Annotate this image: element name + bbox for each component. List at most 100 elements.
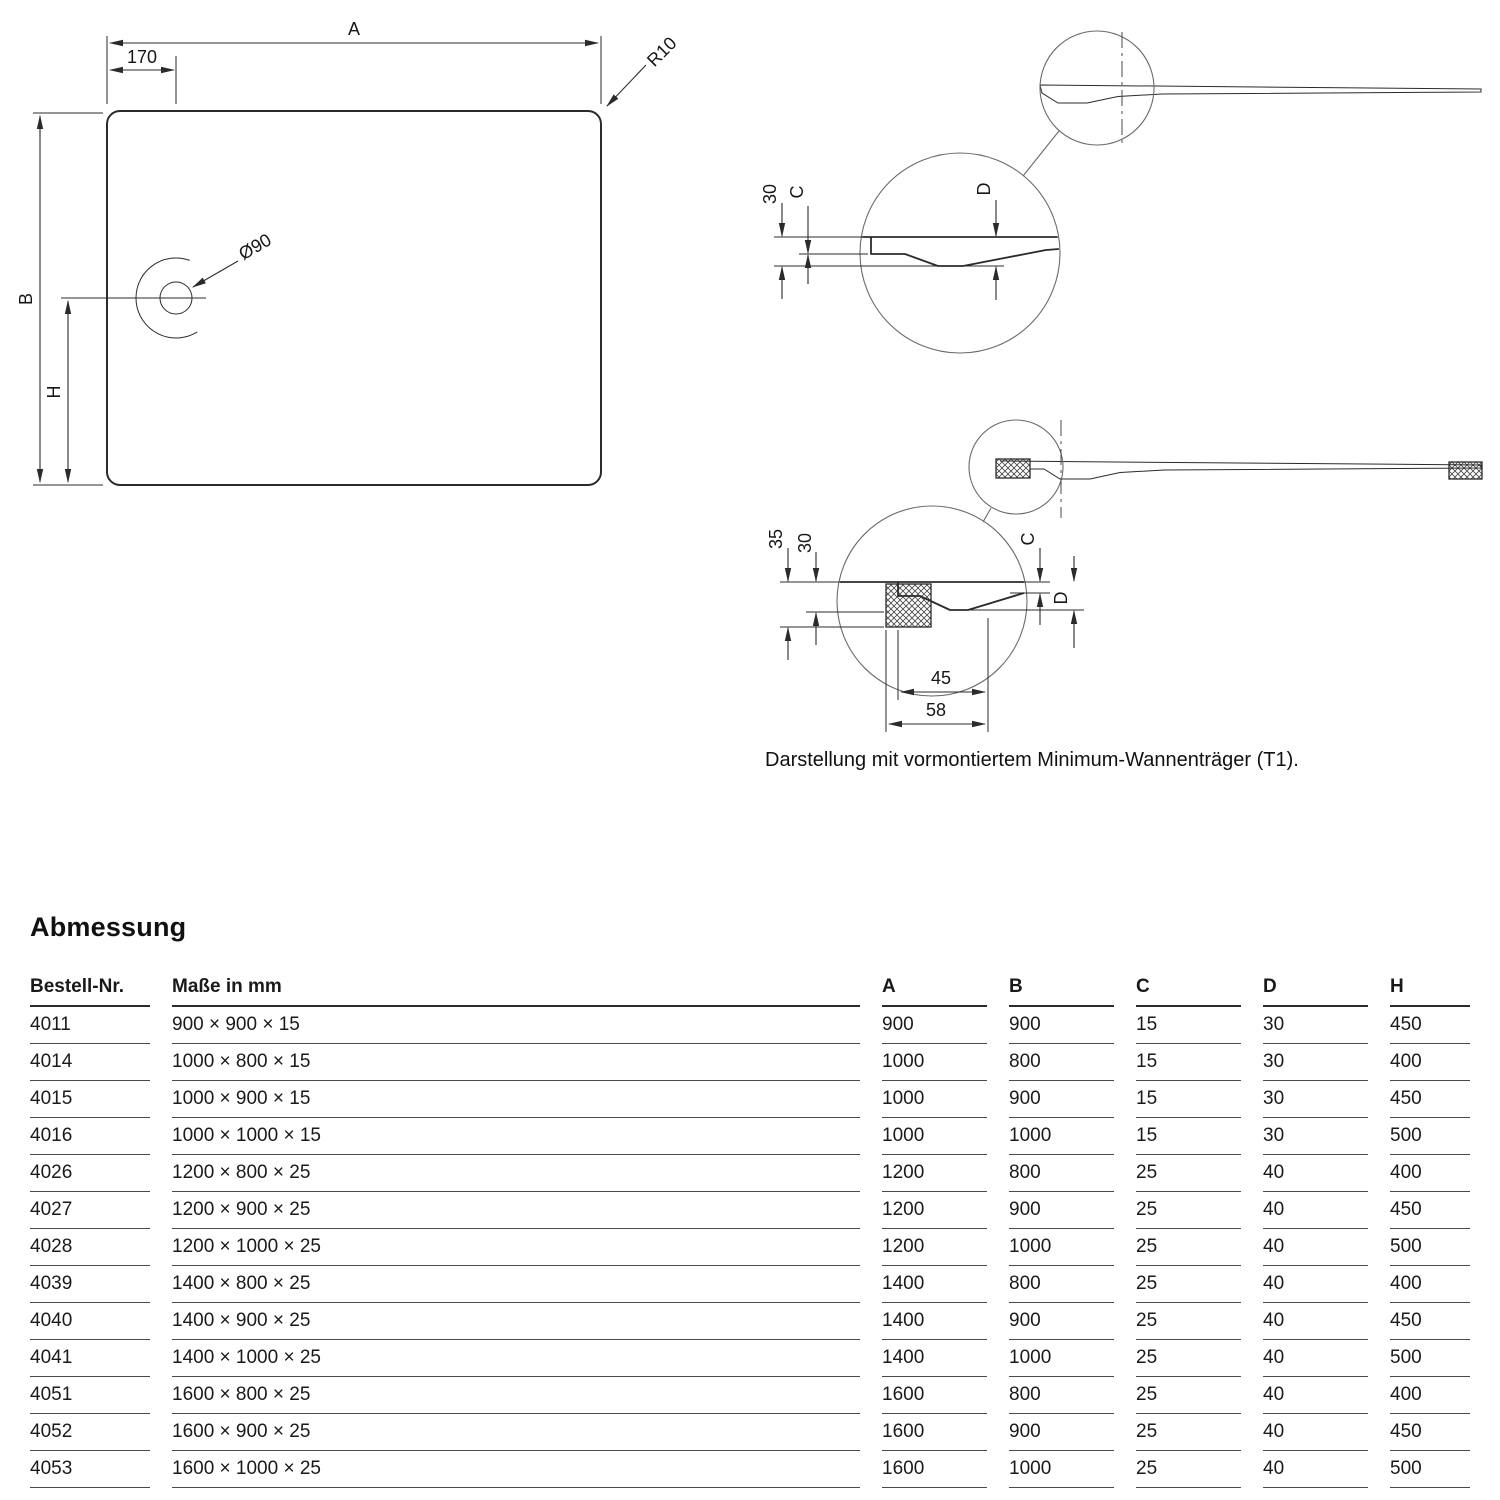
cell-c: 25 <box>1136 1303 1241 1340</box>
dim-label-58: 58 <box>926 700 946 720</box>
cell-a: 1000 <box>882 1118 987 1155</box>
cell-b: 800 <box>1009 1044 1114 1081</box>
cell-b: 1000 <box>1009 1340 1114 1377</box>
cell-masse: 1400 × 900 × 25 <box>172 1303 860 1340</box>
table-row: 4016 1000 × 1000 × 15 1000 1000 15 30 50… <box>30 1118 1470 1155</box>
plan-view: A 170 B H Ø90 R10 <box>16 19 681 486</box>
cell-a: 1400 <box>882 1303 987 1340</box>
table-row: 4011 900 × 900 × 15 900 900 15 30 450 <box>30 1007 1470 1044</box>
cell-b: 900 <box>1009 1414 1114 1451</box>
cell-b: 800 <box>1009 1155 1114 1192</box>
table-row: 4026 1200 × 800 × 25 1200 800 25 40 400 <box>30 1155 1470 1192</box>
support-block-right <box>1448 461 1483 480</box>
cell-a: 1400 <box>882 1340 987 1377</box>
cell-h: 450 <box>1390 1007 1470 1044</box>
cell-h: 500 <box>1390 1340 1470 1377</box>
detail-callout-circle-2 <box>968 419 1064 515</box>
cell-b: 800 <box>1009 1266 1114 1303</box>
cell-bestellnr: 4026 <box>30 1155 150 1192</box>
cell-a: 1200 <box>882 1155 987 1192</box>
cell-a: 1600 <box>882 1451 987 1488</box>
cell-bestellnr: 4040 <box>30 1303 150 1340</box>
cell-masse: 900 × 900 × 15 <box>172 1007 860 1044</box>
cell-h: 450 <box>1390 1414 1470 1451</box>
cell-bestellnr: 4015 <box>30 1081 150 1118</box>
col-header-d: D <box>1263 969 1368 1007</box>
dimensions-section: Abmessung Bestell-Nr. Maße in mm A B C D… <box>30 912 1470 1488</box>
cell-h: 450 <box>1390 1081 1470 1118</box>
dim-label-c-top: C <box>787 186 807 199</box>
cell-masse: 1200 × 800 × 25 <box>172 1155 860 1192</box>
table-row: 4015 1000 × 900 × 15 1000 900 15 30 450 <box>30 1081 1470 1118</box>
cell-d: 40 <box>1263 1229 1368 1266</box>
dim-label-r10: R10 <box>643 33 680 70</box>
cell-b: 900 <box>1009 1007 1114 1044</box>
cell-b: 900 <box>1009 1303 1114 1340</box>
cell-h: 400 <box>1390 1377 1470 1414</box>
dim-label-30-bottom: 30 <box>795 533 815 553</box>
cell-d: 30 <box>1263 1044 1368 1081</box>
drain-circle <box>159 281 193 315</box>
cell-masse: 1600 × 800 × 25 <box>172 1377 860 1414</box>
cell-c: 25 <box>1136 1377 1241 1414</box>
dim-label-170: 170 <box>127 47 157 67</box>
dim-label-drain: Ø90 <box>235 230 274 264</box>
cell-b: 900 <box>1009 1081 1114 1118</box>
cell-bestellnr: 4014 <box>30 1044 150 1081</box>
cell-masse: 1400 × 800 × 25 <box>172 1266 860 1303</box>
cell-h: 400 <box>1390 1044 1470 1081</box>
cell-bestellnr: 4052 <box>30 1414 150 1451</box>
cell-masse: 1200 × 900 × 25 <box>172 1192 860 1229</box>
cell-bestellnr: 4016 <box>30 1118 150 1155</box>
cell-d: 40 <box>1263 1192 1368 1229</box>
table-row: 4041 1400 × 1000 × 25 1400 1000 25 40 50… <box>30 1340 1470 1377</box>
table-row: 4051 1600 × 800 × 25 1600 800 25 40 400 <box>30 1377 1470 1414</box>
cell-a: 1400 <box>882 1266 987 1303</box>
cell-bestellnr: 4039 <box>30 1266 150 1303</box>
cell-masse: 1600 × 900 × 25 <box>172 1414 860 1451</box>
dim-label-d-top: D <box>974 183 994 196</box>
col-header-masse: Maße in mm <box>172 969 860 1007</box>
dim-label-30-top: 30 <box>760 184 780 204</box>
drawing-caption: Darstellung mit vormontiertem Minimum-Wa… <box>765 749 1299 771</box>
cell-bestellnr: 4011 <box>30 1007 150 1044</box>
cell-h: 400 <box>1390 1266 1470 1303</box>
cell-masse: 1000 × 1000 × 15 <box>172 1118 860 1155</box>
table-row: 4039 1400 × 800 × 25 1400 800 25 40 400 <box>30 1266 1470 1303</box>
cell-bestellnr: 4028 <box>30 1229 150 1266</box>
dimensions-table: Bestell-Nr. Maße in mm A B C D H 4011 90… <box>8 969 1492 1488</box>
support-block-zoom <box>885 583 932 628</box>
section-view-traeger: 35 30 C D 45 58 <box>766 419 1483 732</box>
col-header-c: C <box>1136 969 1241 1007</box>
cell-d: 40 <box>1263 1155 1368 1192</box>
cell-d: 30 <box>1263 1081 1368 1118</box>
col-header-a: A <box>882 969 987 1007</box>
table-head: Bestell-Nr. Maße in mm A B C D H <box>30 969 1470 1007</box>
dim-label-d-bottom: D <box>1051 592 1071 605</box>
cell-bestellnr: 4053 <box>30 1451 150 1488</box>
table-row: 4053 1600 × 1000 × 25 1600 1000 25 40 50… <box>30 1451 1470 1488</box>
cell-c: 25 <box>1136 1266 1241 1303</box>
cell-h: 450 <box>1390 1303 1470 1340</box>
cell-d: 40 <box>1263 1340 1368 1377</box>
tray-profile-traeger <box>999 460 1482 480</box>
cell-c: 25 <box>1136 1451 1241 1488</box>
drain-arc <box>135 257 198 339</box>
dim-label-h: H <box>44 386 64 399</box>
cell-masse: 1000 × 800 × 15 <box>172 1044 860 1081</box>
cell-d: 30 <box>1263 1007 1368 1044</box>
cell-h: 400 <box>1390 1155 1470 1192</box>
technical-drawing: A 170 B H Ø90 R10 <box>16 19 1483 771</box>
cell-c: 25 <box>1136 1155 1241 1192</box>
cell-a: 1200 <box>882 1192 987 1229</box>
cell-h: 500 <box>1390 1229 1470 1266</box>
dimensions-table-body: 4011 900 × 900 × 15 900 900 15 30 450 40… <box>30 1007 1470 1488</box>
tray-profile <box>1039 84 1482 104</box>
table-row: 4040 1400 × 900 × 25 1400 900 25 40 450 <box>30 1303 1470 1340</box>
cell-a: 1200 <box>882 1229 987 1266</box>
dim-label-b: B <box>16 293 36 305</box>
dim-label-35: 35 <box>766 529 786 549</box>
cell-bestellnr: 4041 <box>30 1340 150 1377</box>
cell-c: 25 <box>1136 1340 1241 1377</box>
